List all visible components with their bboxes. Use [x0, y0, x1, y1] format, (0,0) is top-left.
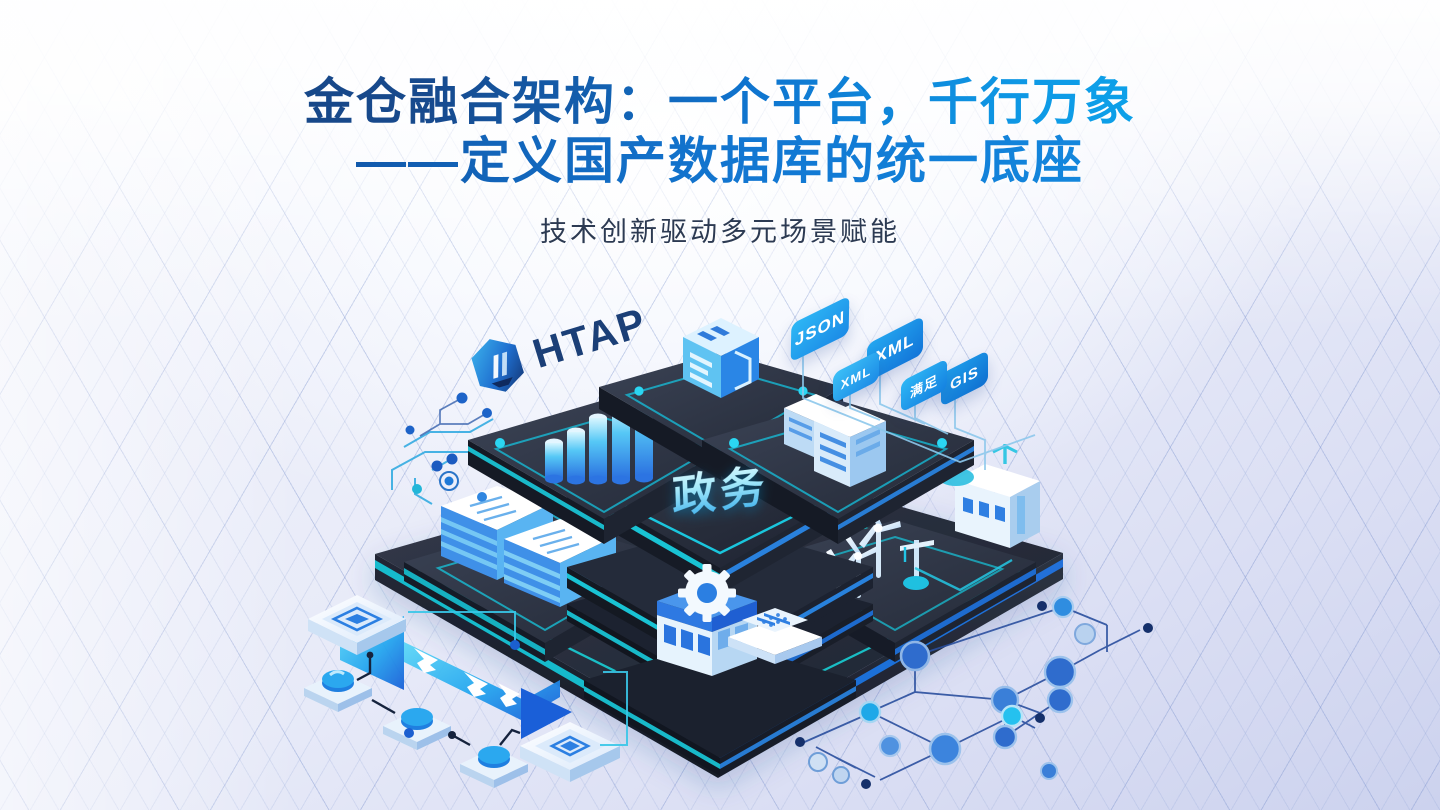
calculator-tile-icon [728, 608, 822, 664]
tile-server-rack [702, 400, 974, 544]
page-subtitle: 技术创新驱动多元场景赋能 [540, 217, 900, 247]
page-title-line2: ——定义国产数据库的统一底座 [0, 133, 1440, 190]
gear-building-icon [657, 564, 757, 676]
page-title-line1: 金仓融合架构：一个平台，千行万象 [0, 74, 1440, 131]
database-cube-icon [683, 318, 759, 398]
tag-connector-wires [802, 352, 1036, 470]
server-rack-icon [784, 394, 886, 487]
hexagon-htap-icon [465, 331, 530, 401]
background-left-fade [0, 0, 300, 810]
circuit-lines-left-dark [419, 397, 488, 437]
circuit-nodes-left [405, 392, 492, 494]
slide-header: 金仓融合架构：一个平台，千行万象 ——定义国产数据库的统一底座 技术创新驱动多元… [0, 74, 1440, 249]
center-label: 政务 [671, 449, 769, 525]
node-network-right [795, 595, 1153, 789]
tile-smart-factory [584, 640, 856, 776]
htap-logo: HTAP [465, 293, 654, 401]
flow-node-tiles [304, 595, 628, 788]
